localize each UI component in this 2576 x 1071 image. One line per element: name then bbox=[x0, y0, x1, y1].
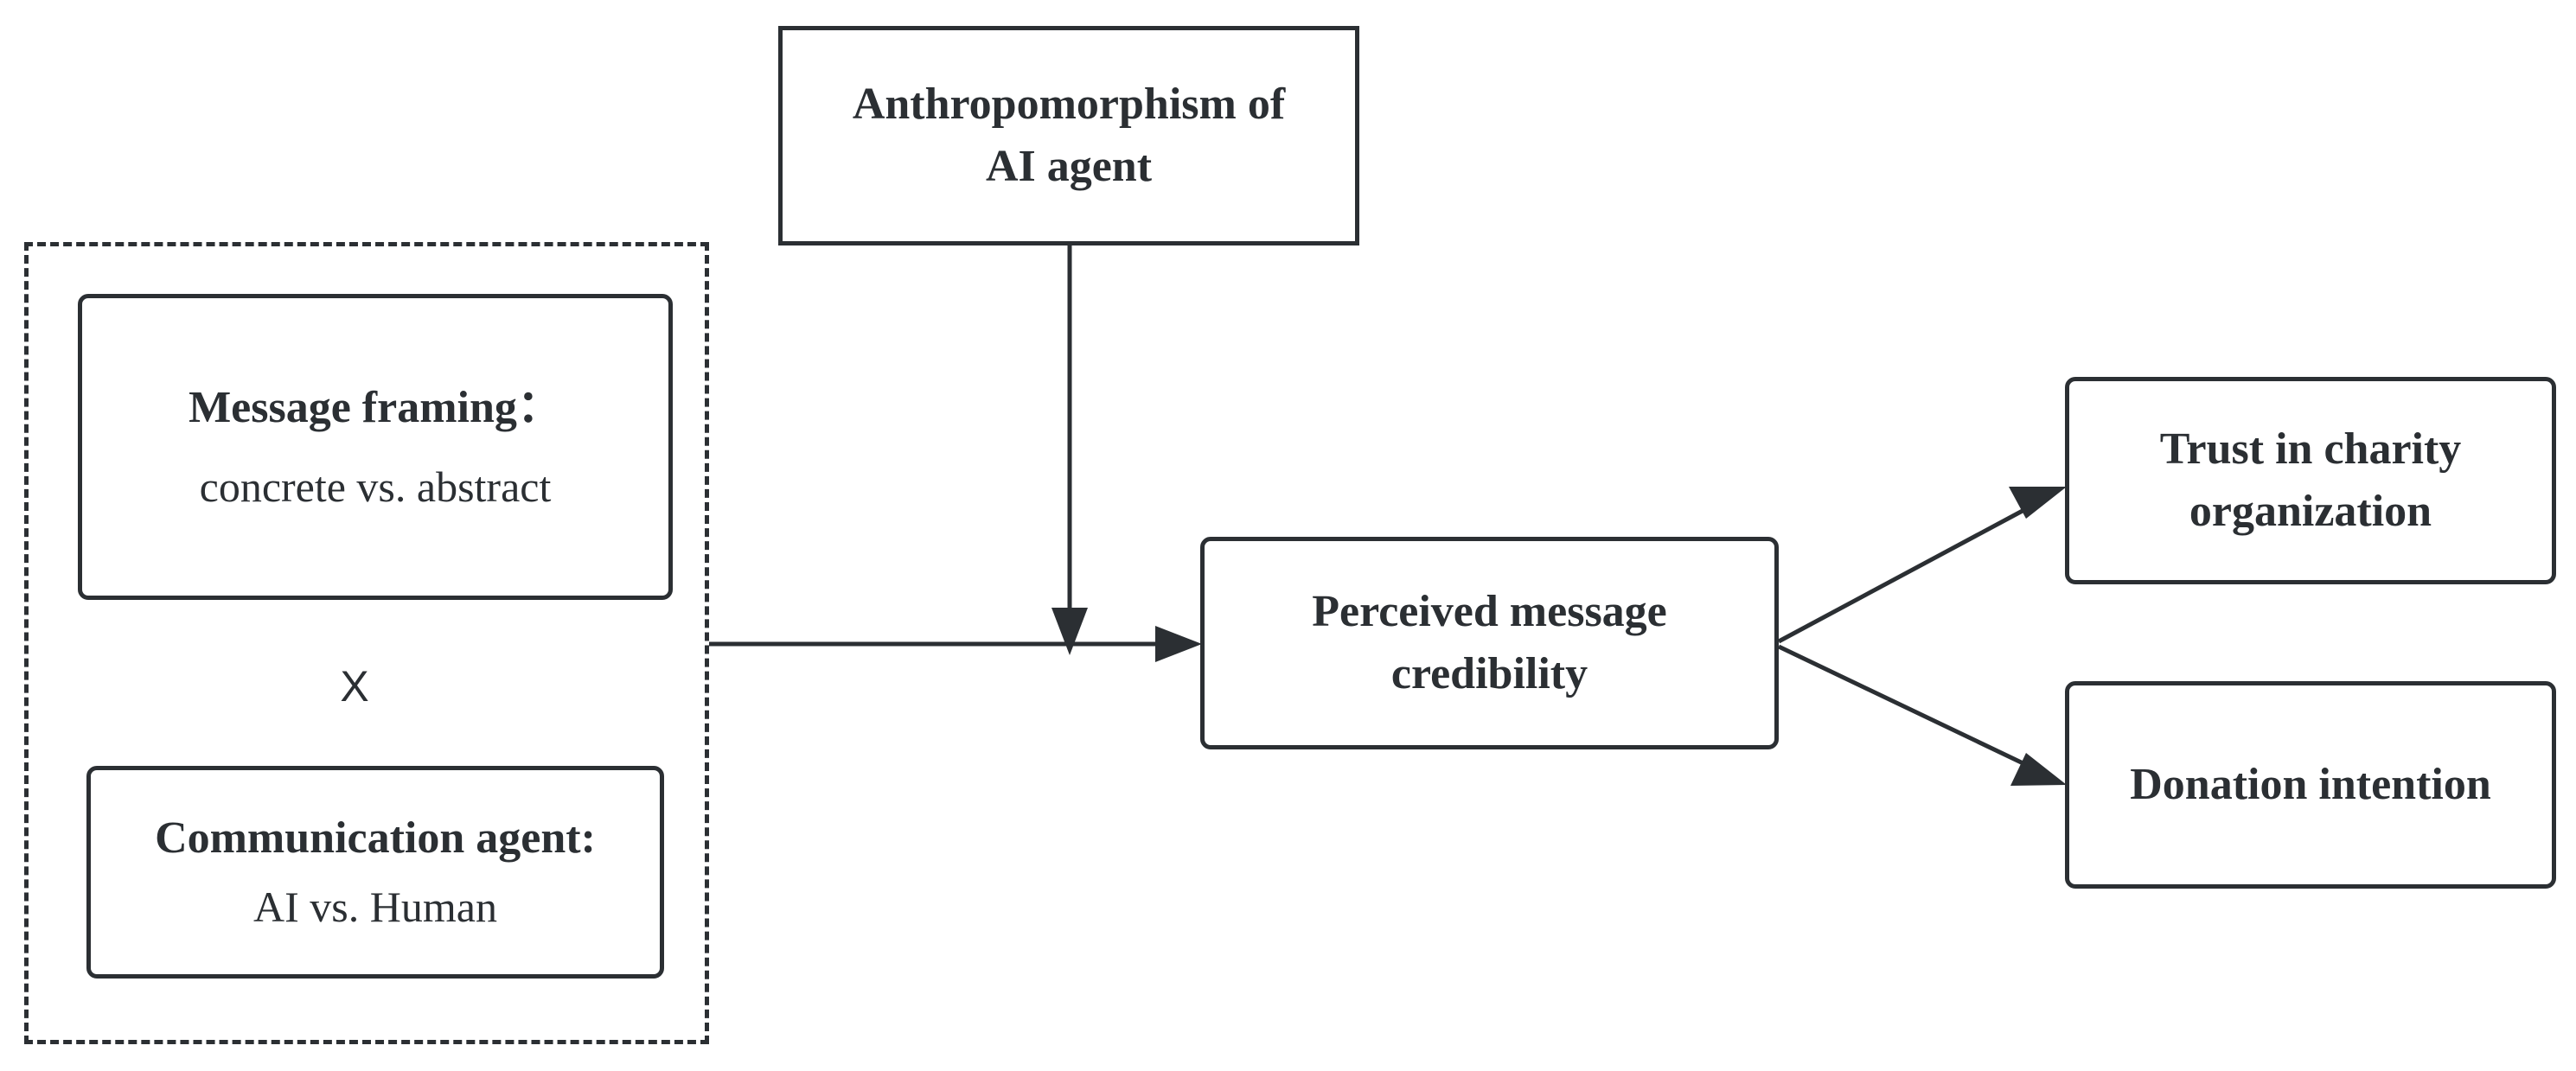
arrowhead-iv-to-mediator bbox=[1155, 626, 1202, 662]
mediator-label-line2: credibility bbox=[1390, 649, 1588, 698]
mediator-label-line1: Perceived message bbox=[1312, 587, 1667, 636]
arrowhead-trust bbox=[2009, 487, 2067, 519]
arrow-mediator-to-trust bbox=[1777, 503, 2034, 644]
arrowhead-moderator bbox=[1051, 608, 1088, 655]
message-framing-box: Message framing： concrete vs. abstract bbox=[78, 294, 673, 600]
mediator-box: Perceived message credibility bbox=[1200, 537, 1779, 749]
communication-agent-title: Communication agent: bbox=[155, 813, 596, 863]
arrowhead-donation bbox=[2010, 753, 2067, 786]
interaction-symbol: X bbox=[340, 662, 369, 711]
trust-label-line2: organization bbox=[2189, 487, 2432, 536]
message-framing-title: Message framing： bbox=[189, 383, 562, 432]
trust-label-line1: Trust in charity bbox=[2159, 424, 2462, 474]
message-framing-subtitle: concrete vs. abstract bbox=[199, 462, 552, 511]
donation-outcome-box: Donation intention bbox=[2065, 681, 2556, 889]
communication-agent-box: Communication agent: AI vs. Human bbox=[86, 766, 664, 979]
moderator-label-line2: AI agent bbox=[985, 142, 1153, 191]
moderator-label-line1: Anthropomorphism of bbox=[852, 80, 1286, 129]
trust-outcome-box: Trust in charity organization bbox=[2065, 377, 2556, 584]
moderator-box: Anthropomorphism of AI agent bbox=[778, 26, 1359, 245]
communication-agent-subtitle: AI vs. Human bbox=[253, 883, 497, 931]
donation-label: Donation intention bbox=[2130, 760, 2491, 809]
arrow-mediator-to-donation bbox=[1777, 644, 2034, 770]
independent-variables-group bbox=[24, 242, 709, 1044]
